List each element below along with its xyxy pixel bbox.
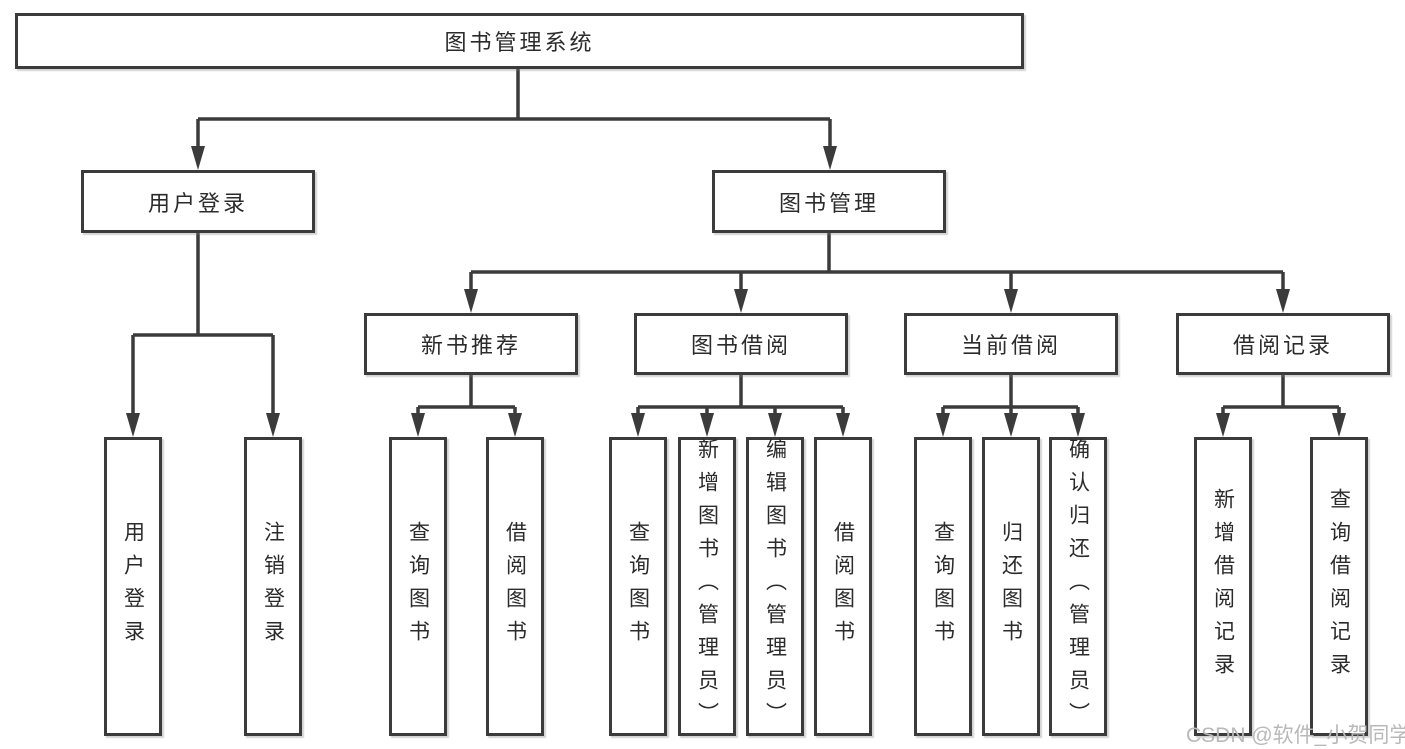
leaf-query-borrow-record: 查询借阅记录: [1310, 437, 1368, 736]
leaf-query-book-recommend: 查询图书: [389, 437, 447, 736]
leaf-return-book: 归还图书: [982, 437, 1040, 736]
node-library-management-system: 图书管理系统: [15, 13, 1024, 69]
leaf-label: 用户登录: [121, 520, 145, 653]
leaf-label: 新增图书（管理员）: [695, 438, 719, 735]
node-book-borrow: 图书借阅: [634, 313, 848, 375]
node-label: 当前借阅: [960, 333, 1061, 358]
node-borrow-record: 借阅记录: [1176, 313, 1390, 375]
leaf-label: 借阅图书: [503, 520, 527, 653]
leaf-edit-book-admin: 编辑图书（管理员）: [746, 437, 804, 736]
node-label: 新书推荐: [420, 333, 521, 358]
leaf-label: 查询图书: [931, 520, 955, 653]
watermark: CSDN @软件_小贺同学: [1186, 724, 1405, 747]
leaf-confirm-return-admin: 确认归还（管理员）: [1049, 437, 1107, 736]
node-user-login: 用户登录: [81, 170, 315, 233]
leaf-label: 确认归还（管理员）: [1066, 438, 1090, 735]
leaf-borrow-book-recommend: 借阅图书: [486, 437, 544, 736]
leaf-label: 新增借阅记录: [1211, 487, 1235, 686]
leaf-label: 归还图书: [999, 520, 1023, 653]
node-new-book-recommend: 新书推荐: [364, 313, 578, 375]
leaf-label: 查询图书: [406, 520, 430, 653]
arrowheads: [126, 146, 1346, 437]
leaf-query-book-borrow: 查询图书: [609, 437, 667, 736]
leaf-label: 注销登录: [261, 520, 285, 653]
leaf-user-login: 用户登录: [104, 437, 162, 736]
leaf-add-borrow-record: 新增借阅记录: [1194, 437, 1252, 736]
leaf-label: 查询借阅记录: [1327, 487, 1351, 686]
node-label: 借阅记录: [1232, 333, 1333, 358]
leaf-add-book-admin: 新增图书（管理员）: [678, 437, 736, 736]
node-label: 图书管理系统: [444, 30, 595, 55]
node-label: 图书借阅: [690, 333, 791, 358]
leaf-label: 编辑图书（管理员）: [763, 438, 787, 735]
leaf-logout: 注销登录: [244, 437, 302, 736]
leaf-borrow-book: 借阅图书: [814, 437, 872, 736]
leaf-label: 借阅图书: [831, 520, 855, 653]
node-label: 图书管理: [778, 190, 879, 216]
node-current-borrow: 当前借阅: [904, 313, 1118, 375]
leaf-query-book-current: 查询图书: [914, 437, 972, 736]
node-book-management: 图书管理: [712, 170, 946, 233]
node-label: 用户登录: [147, 190, 248, 216]
leaf-label: 查询图书: [626, 520, 650, 653]
